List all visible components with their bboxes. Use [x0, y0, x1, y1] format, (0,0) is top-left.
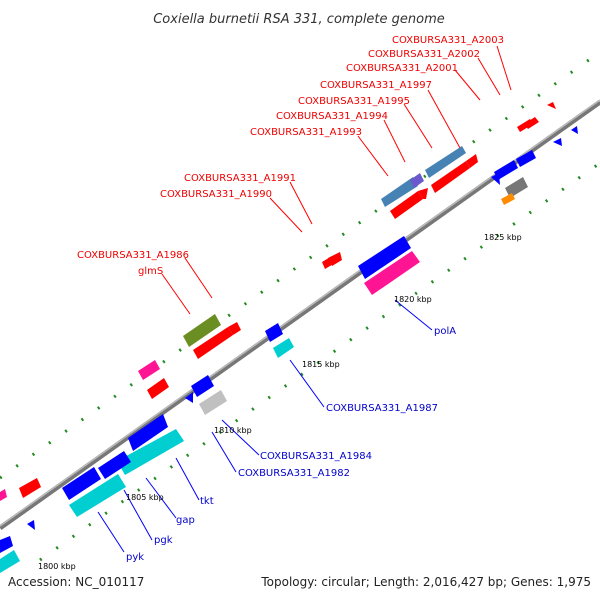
gene-tkt[interactable]	[117, 429, 184, 475]
gene-red-edge[interactable]	[19, 478, 41, 498]
gene-A1993-arrow[interactable]	[418, 188, 428, 199]
position-tick-labels: 1800 kbp 1805 kbp 1810 kbp 1815 kbp 1820…	[38, 233, 522, 571]
gene-polA-blue[interactable]	[358, 236, 411, 279]
gene-A1987-blue[interactable]	[265, 323, 283, 342]
gene-A1982[interactable]	[199, 390, 227, 415]
gene-pgk[interactable]	[62, 467, 101, 500]
label-A1991: COXBURSA331_A1991	[184, 173, 296, 184]
gene-A1984-tip[interactable]	[185, 392, 193, 403]
gene-pink-edge[interactable]	[0, 489, 7, 501]
label-glmS: glmS	[138, 266, 163, 277]
gene-A1990[interactable]	[328, 252, 342, 266]
label-A1994: COXBURSA331_A1994	[276, 111, 388, 122]
gene-A1993[interactable]	[390, 191, 423, 219]
label-A2002: COXBURSA331_A2002	[368, 49, 480, 60]
gene-blue-small-left[interactable]	[27, 520, 35, 530]
label-A1986: COXBURSA331_A1986	[77, 250, 189, 261]
gene-A1993-tip[interactable]	[466, 154, 478, 168]
label-A1987: COXBURSA331_A1987	[326, 403, 438, 414]
gene-A1986-tip[interactable]	[228, 322, 241, 335]
gene-blue-tr5[interactable]	[491, 173, 500, 185]
gene-red-left[interactable]	[147, 378, 169, 399]
gene-blue-tr1[interactable]	[571, 126, 578, 134]
blue-gene-labels: polA COXBURSA331_A1987 COXBURSA331_A1984…	[126, 326, 456, 563]
gene-A1984[interactable]	[191, 375, 214, 397]
gene-tkt-blue[interactable]	[128, 414, 168, 451]
gene-gap[interactable]	[98, 451, 131, 479]
gene-A1986[interactable]	[193, 327, 233, 359]
gene-A2002[interactable]	[524, 117, 539, 129]
gene-blue-tr4[interactable]	[494, 160, 518, 180]
label-pyk: pyk	[126, 552, 144, 563]
tick-1825: 1825 kbp	[484, 233, 522, 242]
tick-1810: 1810 kbp	[214, 426, 252, 435]
gene-pink-left[interactable]	[138, 360, 160, 380]
gene-glmS[interactable]	[183, 314, 221, 347]
label-A1982: COXBURSA331_A1982	[238, 468, 350, 479]
gene-A1994[interactable]	[410, 173, 424, 188]
gene-A1993-a[interactable]	[431, 161, 470, 193]
gene-A1987-cyan[interactable]	[273, 338, 294, 358]
gene-blue-edge[interactable]	[0, 536, 13, 553]
tick-1815: 1815 kbp	[302, 360, 340, 369]
gene-A1997[interactable]	[425, 146, 466, 178]
gene-pyk[interactable]	[69, 474, 126, 517]
label-A2001: COXBURSA331_A2001	[346, 63, 458, 74]
red-callout-lines	[161, 45, 512, 315]
blue-callout-lines	[97, 299, 433, 553]
tick-1805: 1805 kbp	[126, 493, 164, 502]
gene-blue-tr2[interactable]	[553, 138, 562, 146]
label-polA: polA	[434, 326, 456, 337]
gene-gray-tr[interactable]	[505, 177, 528, 198]
red-gene-labels: COXBURSA331_A2003 COXBURSA331_A2002 COXB…	[77, 35, 504, 277]
gene-orange-tr[interactable]	[501, 193, 515, 205]
label-pgk: pgk	[154, 535, 173, 546]
tick-1820: 1820 kbp	[394, 295, 432, 304]
tick-1800: 1800 kbp	[38, 562, 76, 571]
label-A1993: COXBURSA331_A1993	[250, 127, 362, 138]
gene-A1995[interactable]	[381, 177, 418, 207]
gene-A2001[interactable]	[547, 102, 556, 109]
forward-gene-features	[0, 102, 556, 501]
label-tkt: tkt	[200, 496, 214, 507]
gene-blue-tr3[interactable]	[516, 150, 536, 167]
reverse-gene-features	[0, 126, 578, 573]
accession-text: Accession: NC_010117	[8, 575, 144, 589]
gene-polA-pink[interactable]	[364, 251, 420, 295]
label-gap: gap	[176, 515, 195, 526]
map-title: Coxiella burnetii RSA 331, complete geno…	[153, 12, 445, 27]
label-A1984: COXBURSA331_A1984	[260, 451, 372, 462]
label-A1990: COXBURSA331_A1990	[160, 189, 272, 200]
label-A2003: COXBURSA331_A2003	[392, 35, 504, 46]
label-A1997: COXBURSA331_A1997	[320, 80, 432, 91]
label-A1995: COXBURSA331_A1995	[298, 96, 410, 107]
gene-cyan-edge[interactable]	[0, 550, 20, 573]
topology-summary: Topology: circular; Length: 2,016,427 bp…	[260, 575, 591, 589]
